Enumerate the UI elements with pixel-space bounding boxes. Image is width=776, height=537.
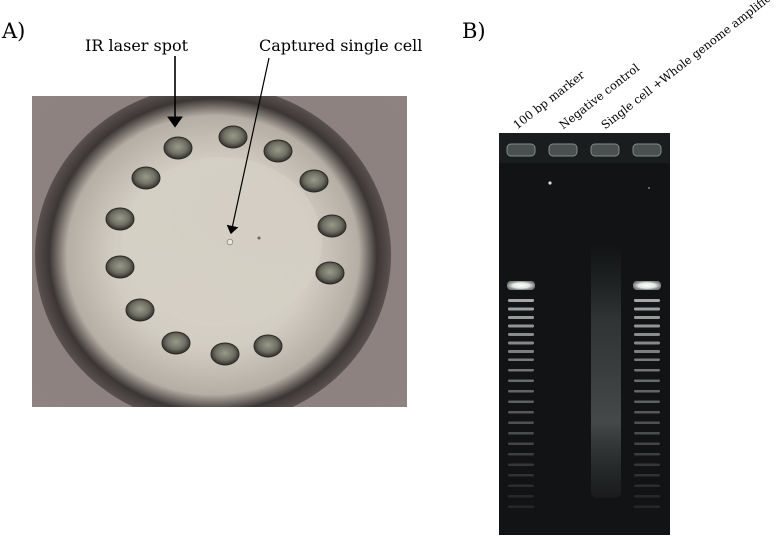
wga-smear: [591, 243, 621, 498]
ladder-band: [634, 379, 660, 382]
ladder-band: [508, 350, 534, 353]
ladder-band: [634, 350, 660, 353]
ir-laser-spot: [105, 255, 135, 279]
ladder-band: [634, 324, 660, 328]
ladder-band: [508, 358, 534, 361]
ladder-band: [634, 484, 660, 487]
ladder-band: [634, 400, 660, 403]
ir-laser-spot: [317, 214, 347, 238]
ir-laser-spot: [125, 298, 155, 322]
ladder-band: [634, 307, 660, 311]
gel-wells: [506, 143, 662, 157]
ladder-band: [634, 369, 660, 372]
ir-laser-spot: [163, 136, 193, 160]
ladder-band: [634, 463, 660, 466]
ladder-band: [508, 495, 534, 498]
gel-well: [632, 143, 662, 157]
ladder-band: [508, 400, 534, 403]
panel-b-label: B): [462, 19, 486, 43]
ir-laser-spot: [315, 261, 345, 285]
ladder-band: [508, 463, 534, 466]
capture-well-center: [122, 157, 322, 327]
ladder-band: [508, 333, 534, 336]
ladder-band: [508, 299, 534, 302]
ladder-band: [508, 324, 534, 328]
ladder-band: [508, 421, 534, 424]
ladder-band: [634, 474, 660, 477]
ladder-lane-right: [633, 281, 661, 508]
ladder-band: [634, 341, 660, 345]
ir-laser-spot: [105, 207, 135, 231]
ladder-band: [508, 411, 534, 414]
ladder-band: [634, 333, 660, 336]
ladder-band: [508, 484, 534, 487]
ladder-band: [634, 421, 660, 424]
ladder-band: [634, 316, 660, 319]
ladder-band-bright: [507, 281, 535, 290]
gel-speck: [548, 181, 552, 185]
ladder-band: [634, 505, 660, 508]
ladder-band: [634, 411, 660, 414]
gel-well: [590, 143, 620, 157]
captured-cell-arrow: [226, 57, 270, 235]
captured-cell: [226, 238, 234, 246]
panel-a-label: A): [2, 19, 26, 43]
ladder-band: [508, 390, 534, 393]
ir-laser-spot: [299, 169, 329, 193]
ladder-band: [508, 379, 534, 382]
ladder-band-bright: [633, 281, 661, 290]
ladder-band: [634, 495, 660, 498]
gel-well: [548, 143, 578, 157]
ladder-band: [508, 369, 534, 372]
ladder-band: [634, 299, 660, 302]
ir-laser-spot: [253, 334, 283, 358]
captured-cell-label: Captured single cell: [259, 36, 423, 55]
ir-laser-spot: [131, 166, 161, 190]
ir-laser-spot: [210, 342, 240, 366]
ladder-band: [508, 316, 534, 319]
ladder-band: [634, 358, 660, 361]
ir-laser-spot-label: IR laser spot: [85, 36, 189, 55]
ladder-band: [508, 307, 534, 311]
ladder-band: [508, 442, 534, 445]
ir-laser-spot: [263, 139, 293, 163]
gel-well: [506, 143, 536, 157]
ir-laser-spots: [105, 125, 347, 366]
ladder-band: [634, 442, 660, 445]
ir-laser-spot: [218, 125, 248, 149]
ladder-band: [508, 432, 534, 435]
ladder-band: [508, 453, 534, 456]
ladder-band: [508, 505, 534, 508]
ladder-band: [634, 432, 660, 435]
debris-dot: [257, 236, 261, 240]
ladder-band: [508, 341, 534, 345]
gel-speck: [648, 187, 650, 189]
ladder-lane-left: [507, 281, 535, 508]
ladder-band: [634, 390, 660, 393]
micrograph-image: [32, 96, 407, 407]
gel-image: [499, 133, 670, 535]
ir-laser-spot: [161, 331, 191, 355]
ladder-band: [508, 474, 534, 477]
ladder-band: [634, 453, 660, 456]
